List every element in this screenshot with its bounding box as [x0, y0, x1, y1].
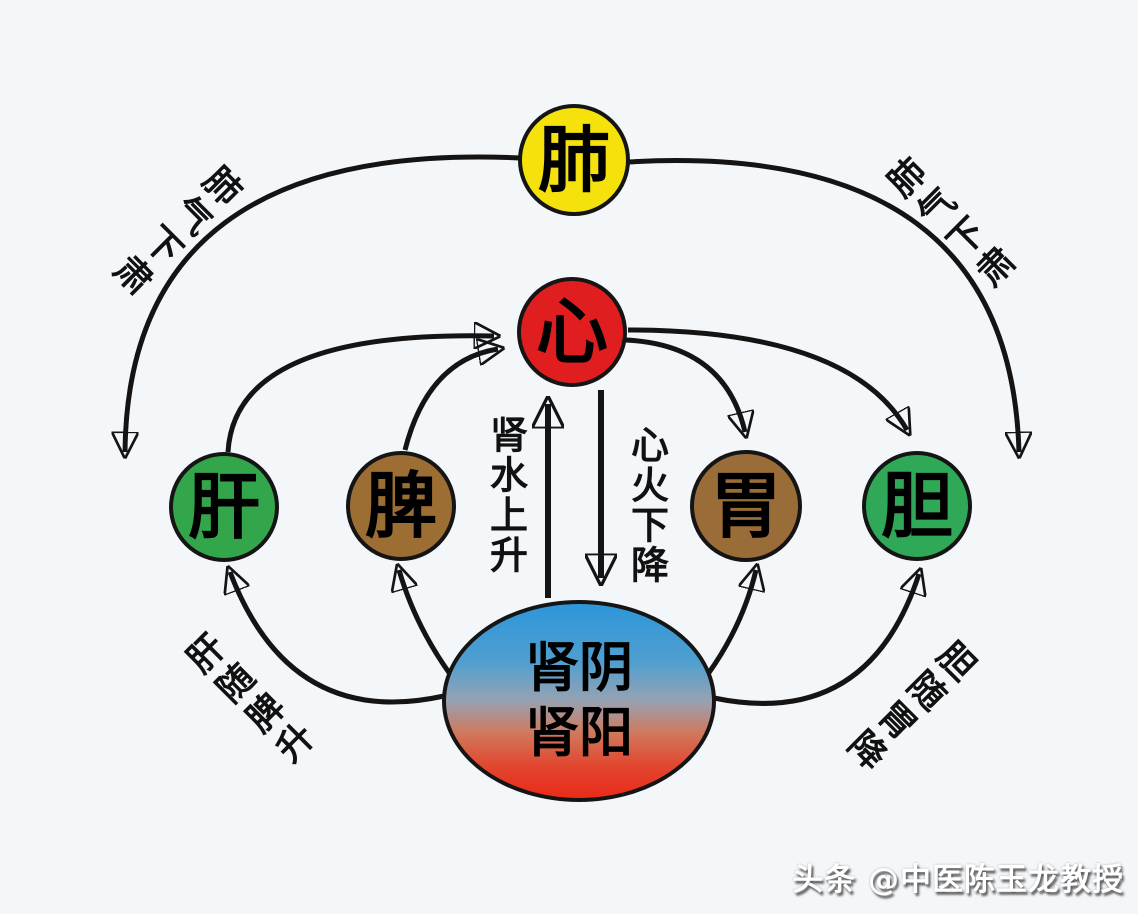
edge-lung-descend-right-arrow: [627, 158, 1019, 452]
edge-heart-to-gallbladder-arrow: [627, 327, 907, 430]
node-kidney-yin-label: 肾阴: [525, 636, 633, 700]
node-kidney-yin-yang: 肾阴 肾阳: [442, 600, 716, 802]
edge-kidney-to-liver-arrow: [230, 572, 445, 705]
node-gallbladder: 胆: [862, 451, 972, 561]
node-heart-label: 心: [535, 290, 608, 374]
edge-kidney-to-gallbladder-arrow: [713, 574, 919, 706]
node-lung: 肺: [518, 104, 630, 216]
node-stomach: 胃: [690, 450, 802, 562]
node-liver-label: 肝: [187, 465, 260, 549]
node-liver: 肝: [169, 452, 279, 562]
node-spleen-label: 脾: [364, 464, 437, 548]
edge-kidney-to-stomach-arrow: [705, 570, 756, 676]
node-heart: 心: [517, 277, 627, 387]
label-kidney-water-rises: 肾水上升: [483, 415, 528, 575]
edge-liver-to-heart-arrow: [225, 336, 494, 453]
edge-lung-descend-left-arrow: [125, 154, 521, 452]
edge-kidney-to-spleen-arrow: [399, 570, 453, 676]
node-lung-label: 肺: [537, 118, 610, 202]
node-gallbladder-label: 胆: [880, 464, 953, 548]
node-stomach-label: 胃: [709, 464, 782, 548]
edge-spleen-to-heart-arrow: [402, 349, 498, 451]
edge-heart-to-stomach-arrow: [625, 337, 745, 432]
watermark-author: 头条 @中医陈玉龙教授: [792, 862, 1124, 898]
label-heart-fire-descends: 心火下降: [624, 425, 669, 585]
node-kidney-yang-label: 肾阳: [525, 701, 633, 764]
node-spleen: 脾: [346, 451, 456, 561]
